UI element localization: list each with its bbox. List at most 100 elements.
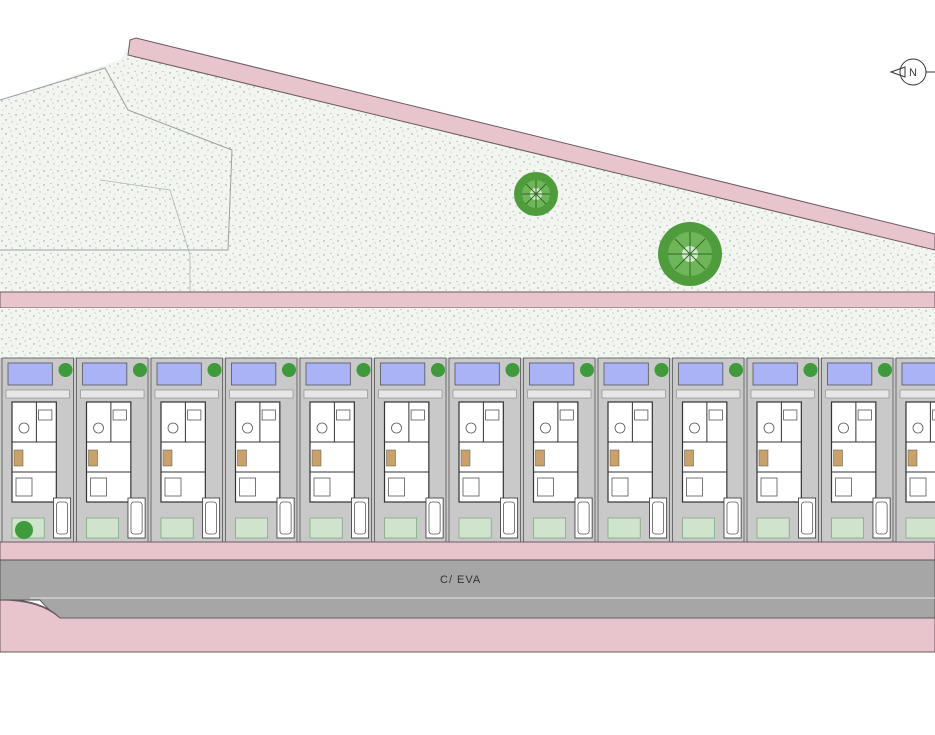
- stair-icon: [311, 449, 322, 467]
- stair-icon: [907, 449, 918, 467]
- house-plot: [76, 357, 149, 543]
- stair-icon: [88, 449, 98, 467]
- garage: [574, 497, 593, 539]
- garage: [798, 497, 817, 539]
- bed-icon: [909, 477, 927, 497]
- sofa-icon: [783, 409, 798, 421]
- green-strip: [0, 308, 935, 358]
- garage: [276, 497, 295, 539]
- pool: [156, 362, 202, 386]
- sofa-icon: [410, 409, 425, 421]
- terrace: [825, 389, 890, 399]
- car-icon: [652, 501, 665, 535]
- sofa-icon: [932, 409, 935, 421]
- sidewalk-bottom: [0, 599, 935, 653]
- terrace: [676, 389, 741, 399]
- sidewalk-upper: [0, 291, 935, 309]
- car-icon: [130, 501, 143, 535]
- shrub-icon: [133, 363, 147, 377]
- dining-table-icon: [391, 422, 402, 434]
- street-name-label: C/ EVA: [440, 574, 481, 586]
- sidewalk-lower: [0, 541, 935, 561]
- pool: [603, 362, 649, 386]
- pool: [7, 362, 53, 386]
- shrub-icon: [282, 363, 296, 377]
- pool: [678, 362, 724, 386]
- front-garden: [235, 517, 268, 539]
- bed-icon: [15, 477, 33, 497]
- pool: [82, 362, 128, 386]
- shrub-icon: [580, 363, 594, 377]
- house-footprint: [458, 401, 504, 503]
- shrub-icon: [58, 363, 73, 377]
- existing-building-outline: [0, 67, 233, 251]
- sidewalk-diagonal: [127, 37, 935, 251]
- shrub-icon: [207, 363, 222, 377]
- car-icon: [428, 501, 441, 535]
- garage: [723, 497, 742, 539]
- bed-icon: [611, 477, 629, 497]
- shrub-icon: [505, 363, 520, 377]
- front-garden: [831, 517, 864, 539]
- terrace: [750, 389, 815, 399]
- dining-table-icon: [689, 422, 700, 434]
- stair-icon: [684, 449, 694, 467]
- terrace: [601, 389, 666, 399]
- sofa-icon: [187, 409, 202, 421]
- terrace: [5, 389, 70, 399]
- front-garden: [533, 517, 566, 539]
- pool: [231, 362, 277, 386]
- terrace: [229, 389, 294, 399]
- house-plot: [299, 357, 372, 543]
- housing-row: [0, 357, 935, 543]
- shrub-icon: [15, 521, 33, 539]
- stair-icon: [237, 449, 247, 467]
- pool: [380, 362, 426, 386]
- house-plot: [150, 357, 223, 543]
- house-plot: [672, 357, 745, 543]
- dining-table-icon: [912, 422, 924, 434]
- front-garden: [160, 517, 194, 539]
- front-garden: [309, 517, 343, 539]
- sofa-icon: [112, 409, 127, 421]
- stair-icon: [386, 449, 396, 467]
- dining-table-icon: [316, 422, 328, 434]
- existing-building-inner: [99, 179, 191, 292]
- garage: [351, 497, 370, 539]
- front-garden: [682, 517, 715, 539]
- pool: [901, 362, 935, 386]
- pool: [454, 362, 500, 386]
- dining-table-icon: [540, 422, 551, 434]
- car-icon: [503, 501, 516, 535]
- dining-table-icon: [465, 422, 477, 434]
- dining-table-icon: [838, 422, 849, 434]
- house-plot: [746, 357, 819, 543]
- garage: [425, 497, 444, 539]
- front-garden: [458, 517, 492, 539]
- house-plot: [374, 357, 447, 543]
- bed-icon: [462, 477, 480, 497]
- sofa-icon: [708, 409, 723, 421]
- front-garden: [86, 517, 119, 539]
- bed-icon: [835, 477, 852, 497]
- car-icon: [726, 501, 739, 535]
- shrub-icon: [654, 363, 669, 377]
- dining-table-icon: [93, 422, 104, 434]
- dining-table-icon: [18, 422, 30, 434]
- sofa-icon: [261, 409, 276, 421]
- terrace: [154, 389, 219, 399]
- stair-icon: [162, 449, 173, 467]
- sofa-icon: [336, 409, 351, 421]
- car-icon: [801, 501, 814, 535]
- north-arrow-icon: N: [889, 58, 935, 86]
- bed-icon: [537, 477, 554, 497]
- bed-icon: [760, 477, 778, 497]
- bed-icon: [90, 477, 107, 497]
- terrace: [527, 389, 592, 399]
- stair-icon: [758, 449, 769, 467]
- bed-icon: [239, 477, 256, 497]
- garage: [649, 497, 668, 539]
- house-plot: [821, 357, 894, 543]
- terrace: [378, 389, 443, 399]
